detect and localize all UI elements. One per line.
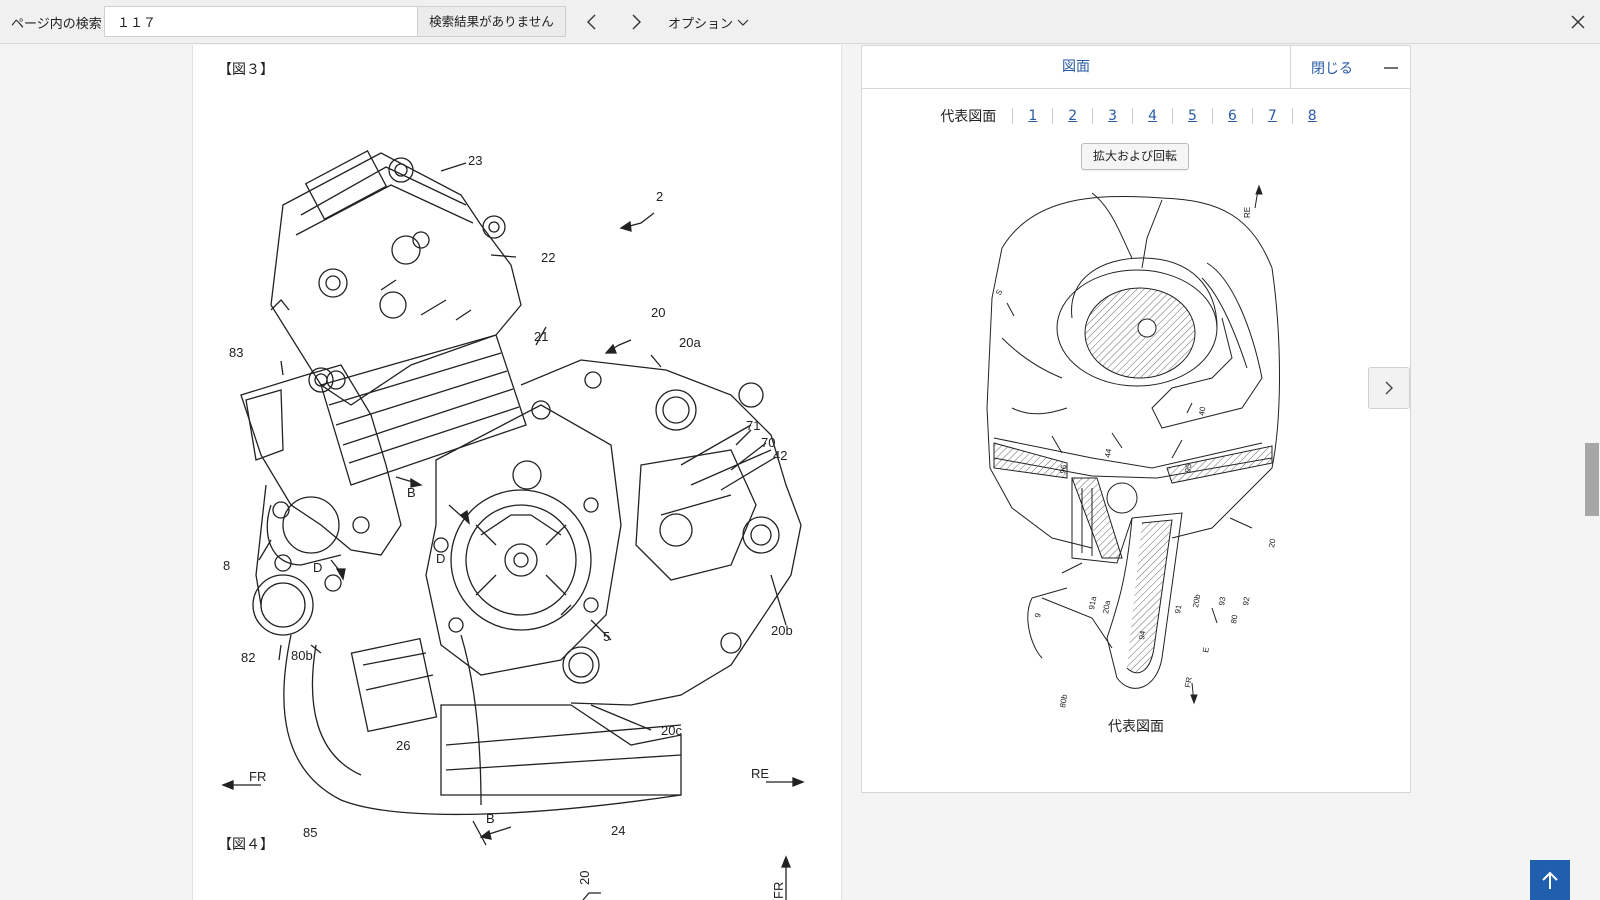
rep-label-e: E xyxy=(1201,647,1211,654)
representative-drawing-label: 代表図面 xyxy=(940,109,997,125)
figure-link-1[interactable]: 1 xyxy=(1012,108,1052,124)
fig3-label-8: 8 xyxy=(223,558,230,573)
rep-label-94: 94 xyxy=(1137,629,1148,640)
rep-label-20: 20 xyxy=(1267,537,1278,548)
find-options-button[interactable]: オプション xyxy=(668,13,749,32)
chevron-right-icon xyxy=(632,14,641,30)
fig4-label-fr: FR xyxy=(771,882,786,899)
rep-label-91a: 91a xyxy=(1087,595,1098,610)
fig3-label-80b: 80b xyxy=(291,648,313,663)
find-result-status: 検索結果がありません xyxy=(418,6,566,37)
fig3-label-re: RE xyxy=(751,766,769,781)
find-close-button[interactable] xyxy=(1568,12,1588,32)
fig3-label-2: 2 xyxy=(656,189,663,204)
rep-label-80: 80 xyxy=(1229,613,1240,624)
arrow-up-icon xyxy=(1542,871,1558,889)
fig3-label-23: 23 xyxy=(468,153,482,168)
rep-label-20b: 20b xyxy=(1191,593,1202,608)
fig3-label-22: 22 xyxy=(541,250,555,265)
fig3-label-d-right: D xyxy=(436,551,445,566)
representative-drawing-caption: 代表図面 xyxy=(1108,719,1164,735)
fig3-label-5: 5 xyxy=(603,629,610,644)
drawings-panel: 図面 閉じる 代表図面 1 2 3 4 5 6 7 8 拡大および回転 xyxy=(861,45,1411,793)
rep-label-96: 96 xyxy=(1058,463,1069,474)
representative-drawing: RE S 40 96 44 95 20 9 91a 20a 91 20b 93 … xyxy=(986,184,1280,708)
find-input[interactable] xyxy=(104,6,418,37)
rep-label-95: 95 xyxy=(1183,462,1194,473)
fig3-label-85: 85 xyxy=(303,825,317,840)
rep-label-44: 44 xyxy=(1103,447,1114,458)
find-previous-button[interactable] xyxy=(580,10,604,34)
fig3-label-83: 83 xyxy=(229,345,243,360)
chevron-left-icon xyxy=(587,14,596,30)
fig3-label-b-top: B xyxy=(407,485,416,500)
figure-4-drawing-partial: 20 FR xyxy=(577,855,791,900)
panel-header: 図面 閉じる xyxy=(862,46,1410,89)
find-options-label: オプション xyxy=(668,17,734,32)
rep-label-s: S xyxy=(994,288,1004,297)
figure-link-4[interactable]: 4 xyxy=(1132,108,1172,124)
figure-navigation: 代表図面 1 2 3 4 5 6 7 8 xyxy=(862,104,1410,128)
fig3-label-71: 71 xyxy=(746,418,760,433)
back-to-top-button[interactable] xyxy=(1530,860,1570,900)
panel-minimize-button[interactable] xyxy=(1381,58,1401,78)
figure-link-5[interactable]: 5 xyxy=(1172,108,1212,124)
rep-label-92: 92 xyxy=(1241,595,1252,606)
fig3-label-24: 24 xyxy=(611,823,625,838)
chevron-right-icon xyxy=(1385,381,1393,395)
rep-label-40: 40 xyxy=(1197,405,1208,416)
fig3-label-20b: 20b xyxy=(771,623,793,638)
find-bar: ページ内の検索 検索結果がありません オプション xyxy=(0,0,1600,44)
rep-label-9: 9 xyxy=(1033,612,1043,618)
figure-link-8[interactable]: 8 xyxy=(1291,108,1332,124)
fig3-label-fr: FR xyxy=(249,769,266,784)
fig3-label-20c: 20c xyxy=(661,723,682,738)
rep-label-80b: 80b xyxy=(1058,693,1069,708)
figure-link-3[interactable]: 3 xyxy=(1092,108,1132,124)
fig4-label-20: 20 xyxy=(577,871,592,885)
panel-next-figure-button[interactable] xyxy=(1368,367,1410,409)
fig3-label-26: 26 xyxy=(396,738,410,753)
fig3-label-b-bottom: B xyxy=(486,811,495,826)
chevron-down-icon xyxy=(737,19,749,26)
fig3-label-82: 82 xyxy=(241,650,255,665)
figure-link-6[interactable]: 6 xyxy=(1211,108,1252,124)
rep-label-fr: FR xyxy=(1183,676,1194,688)
fig3-label-d-left: D xyxy=(313,560,322,575)
tab-drawings[interactable]: 図面 xyxy=(862,46,1291,88)
rep-label-93: 93 xyxy=(1217,595,1228,606)
figure-4-heading: 【図４】 xyxy=(218,837,274,853)
zoom-rotate-button[interactable]: 拡大および回転 xyxy=(1081,143,1189,170)
fig3-label-42: 42 xyxy=(773,448,787,463)
rep-label-re: RE xyxy=(1243,207,1252,218)
fig3-label-20: 20 xyxy=(651,305,665,320)
rep-label-91: 91 xyxy=(1173,603,1184,614)
find-label: ページ内の検索 xyxy=(11,17,102,32)
page-scrollbar-thumb[interactable] xyxy=(1585,443,1599,516)
minus-icon xyxy=(1384,67,1398,69)
figure-3-engine-drawing: 2 23 22 20 20a 21 83 71 70 42 B D D 8 5 … xyxy=(221,150,805,846)
close-icon xyxy=(1571,15,1585,29)
document-page: 【図３】 xyxy=(192,45,842,900)
panel-close-button[interactable]: 閉じる xyxy=(1311,61,1353,77)
figure-3-heading: 【図３】 xyxy=(218,62,274,78)
fig3-label-21: 21 xyxy=(534,329,548,344)
fig3-label-70: 70 xyxy=(761,435,775,450)
rep-label-20a: 20a xyxy=(1101,599,1112,614)
figure-link-7[interactable]: 7 xyxy=(1251,108,1292,124)
fig3-label-20a: 20a xyxy=(679,335,701,350)
figure-link-2[interactable]: 2 xyxy=(1052,108,1092,124)
find-next-button[interactable] xyxy=(624,10,648,34)
